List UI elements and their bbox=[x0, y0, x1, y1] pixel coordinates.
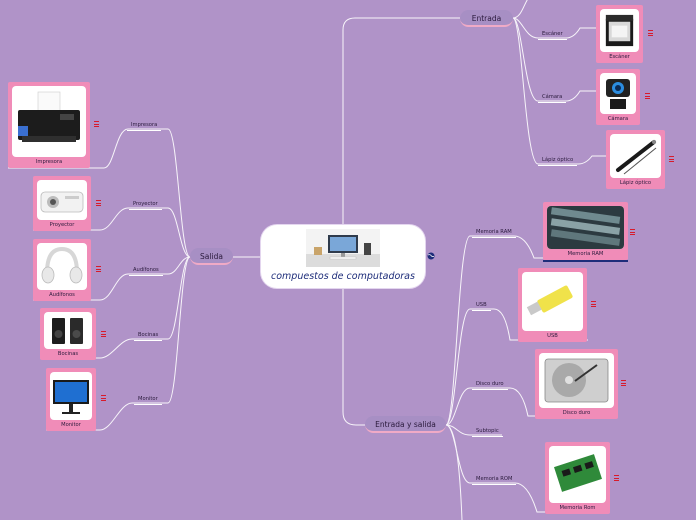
caption-escaner: Escáner bbox=[609, 54, 630, 60]
rom-chip-image bbox=[549, 446, 606, 503]
label-usb[interactable]: USB bbox=[472, 302, 491, 311]
note-icon[interactable] bbox=[614, 475, 619, 482]
card-bocinas[interactable]: Bocinas bbox=[40, 308, 96, 360]
scanner-image bbox=[600, 9, 639, 52]
label-bocinas[interactable]: Bocinas bbox=[133, 332, 163, 341]
card-disco-duro[interactable]: Disco duro bbox=[535, 349, 618, 419]
caption-memoria-ram: Memoria RAM bbox=[567, 251, 604, 257]
label-proyector[interactable]: Proyector bbox=[129, 201, 162, 210]
label-disco-duro[interactable]: Disco duro bbox=[472, 381, 508, 390]
projector-image bbox=[37, 180, 87, 220]
label-impresora[interactable]: Impresora bbox=[126, 122, 162, 131]
note-icon[interactable] bbox=[648, 30, 653, 37]
note-icon[interactable] bbox=[101, 331, 106, 338]
globe-icon[interactable] bbox=[427, 252, 435, 260]
ram-image bbox=[547, 206, 624, 249]
note-icon[interactable] bbox=[630, 229, 635, 236]
caption-proyector: Proyector bbox=[49, 222, 75, 228]
card-usb[interactable]: USB bbox=[518, 268, 587, 342]
note-icon[interactable] bbox=[96, 266, 101, 273]
card-memoria-rom[interactable]: Memoria Rom bbox=[545, 442, 610, 514]
note-icon[interactable] bbox=[621, 380, 626, 387]
branch-entrada-y-salida[interactable]: Entrada y salida bbox=[365, 416, 446, 433]
monitor-image bbox=[50, 372, 92, 420]
headphones-image bbox=[37, 243, 87, 290]
card-proyector[interactable]: Proyector bbox=[33, 176, 91, 231]
card-lapiz-optico[interactable]: Lápiz óptico bbox=[606, 130, 665, 189]
hard-drive-image bbox=[539, 353, 614, 408]
note-icon[interactable] bbox=[94, 121, 99, 128]
computer-setup-image bbox=[306, 229, 380, 267]
card-impresora[interactable]: Impresora bbox=[8, 82, 90, 168]
note-icon[interactable] bbox=[96, 200, 101, 207]
label-camara[interactable]: Cámara bbox=[537, 94, 567, 103]
label-monitor[interactable]: Monitor bbox=[134, 396, 162, 405]
branch-salida[interactable]: Salida bbox=[190, 248, 233, 265]
card-monitor[interactable]: Monitor bbox=[46, 368, 96, 431]
note-icon[interactable] bbox=[645, 93, 650, 100]
caption-audifonos: Audífonos bbox=[49, 292, 75, 298]
caption-lapiz-optico: Lápiz óptico bbox=[619, 180, 652, 186]
label-audifonos[interactable]: Audífonos bbox=[129, 267, 163, 276]
card-audifonos[interactable]: Audífonos bbox=[33, 239, 91, 301]
label-lapiz-optico[interactable]: Lápiz óptico bbox=[537, 157, 578, 166]
caption-memoria-rom: Memoria Rom bbox=[559, 505, 596, 511]
caption-disco-duro: Disco duro bbox=[562, 410, 591, 416]
label-memoria-rom[interactable]: Memoria ROM bbox=[471, 476, 517, 485]
caption-usb: USB bbox=[547, 333, 558, 339]
note-icon[interactable] bbox=[591, 301, 596, 308]
label-memoria-ram[interactable]: Memoria RAM bbox=[472, 229, 516, 238]
note-icon[interactable] bbox=[669, 156, 674, 163]
caption-bocinas: Bocinas bbox=[57, 351, 79, 357]
label-escaner[interactable]: Escáner bbox=[538, 31, 567, 40]
card-camara[interactable]: Cámara bbox=[596, 69, 640, 125]
card-memoria-ram[interactable]: Memoria RAM bbox=[543, 202, 628, 262]
speakers-image bbox=[44, 312, 92, 349]
usb-drive-image bbox=[522, 272, 583, 331]
light-pen-image bbox=[610, 134, 661, 178]
card-escaner[interactable]: Escáner bbox=[596, 5, 643, 63]
label-subtopic[interactable]: Subtopic bbox=[472, 428, 503, 437]
central-topic-title: compuestos de computadoras bbox=[271, 271, 415, 282]
caption-monitor: Monitor bbox=[61, 422, 81, 428]
webcam-image bbox=[600, 73, 636, 114]
caption-camara: Cámara bbox=[607, 116, 629, 122]
caption-impresora: Impresora bbox=[35, 159, 63, 165]
branch-entrada[interactable]: Entrada bbox=[460, 10, 513, 27]
central-topic[interactable]: compuestos de computadoras bbox=[261, 225, 425, 288]
note-icon[interactable] bbox=[101, 395, 106, 402]
printer-image bbox=[12, 86, 86, 157]
